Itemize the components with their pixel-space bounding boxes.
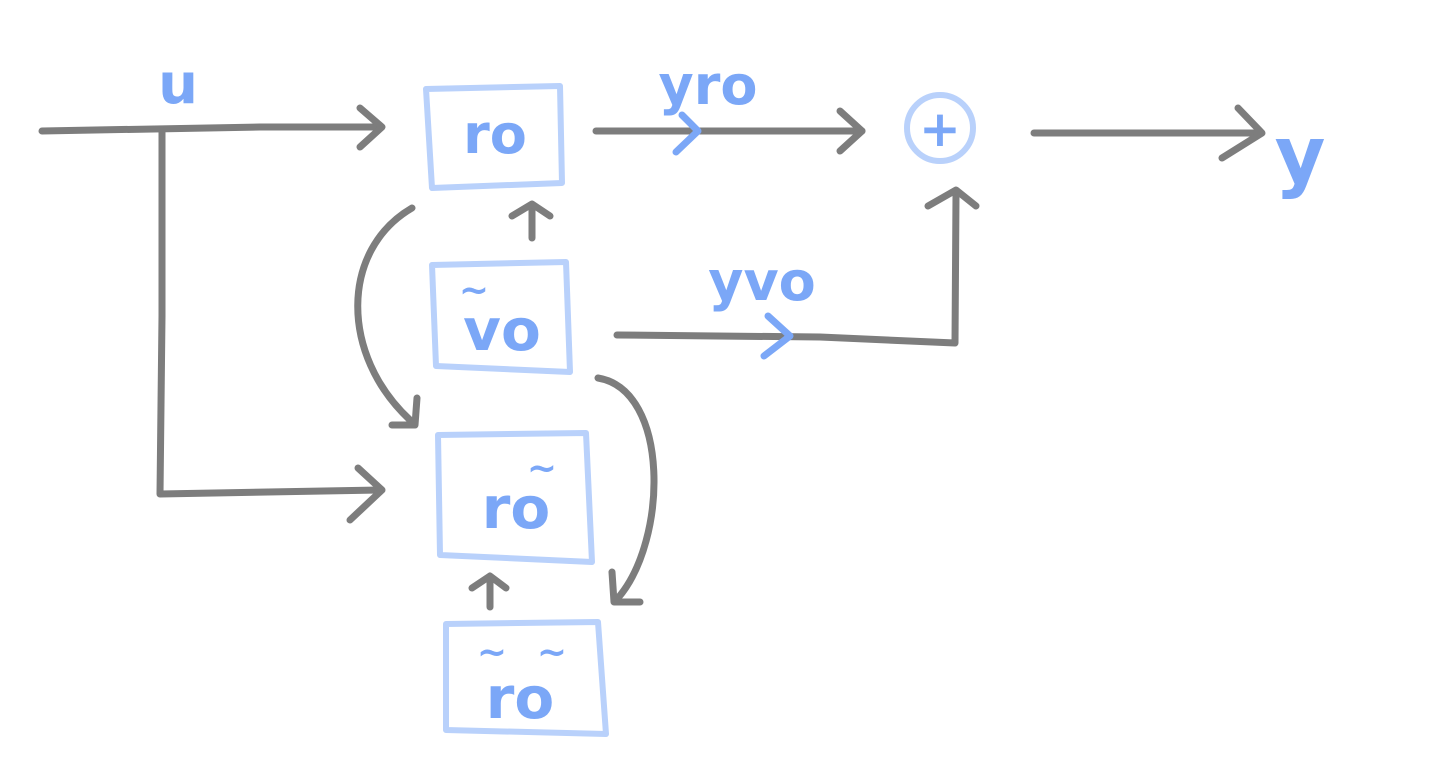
arrowhead-to-sum-top (836, 107, 866, 155)
arrowhead-ro-double-to-ro-tilde (468, 572, 510, 592)
signal-y-ro-subscript-arrow (672, 111, 702, 156)
input-label: u (158, 52, 198, 117)
arrowhead-to-ro (356, 104, 386, 151)
block-ro-label: ro (463, 103, 527, 166)
block-ro-tilde: ro ~ (435, 430, 595, 565)
block-ro: ro (423, 83, 565, 191)
block-ro-border (423, 83, 565, 191)
arrowhead-to-ro-tilde (346, 464, 386, 524)
block-ro-tilde-label: ro (482, 474, 550, 542)
block-ro-double-accent-1: ~ (477, 632, 507, 673)
sum-circle (904, 92, 976, 164)
output-label: y (1275, 111, 1326, 201)
block-ro-double-border (443, 619, 609, 737)
input-line (38, 123, 384, 135)
arrowhead-vo-to-ro (508, 200, 554, 220)
block-vo-accent-1: ~ (459, 270, 489, 311)
sum-symbol: + (919, 100, 961, 158)
block-vo-border (429, 259, 573, 375)
arrowhead-output (1218, 104, 1266, 162)
block-ro-tilde-accent-2: ~ (527, 448, 557, 489)
block-vo: vo ~ (429, 259, 573, 375)
vo-to-sum-line (613, 191, 960, 347)
block-ro-tilde-border (435, 430, 595, 565)
sum-junction: + (904, 92, 976, 164)
vo-to-ro-double-curve (594, 374, 658, 602)
block-ro-double-label: ro (486, 664, 554, 732)
block-vo-label: vo (463, 296, 541, 364)
arrowhead-curve-left (388, 394, 421, 429)
wires (38, 104, 1266, 611)
block-ro-double-accent-2: ~ (537, 632, 567, 673)
arrowhead-to-sum-bottom (924, 186, 980, 210)
arrowhead-curve-right (608, 568, 644, 606)
signal-y-vo-subscript-arrow (760, 312, 794, 360)
ro-to-ro-tilde-curve (354, 204, 416, 424)
branch-down-line (156, 127, 384, 498)
signal-y-vo-label: yvo (708, 250, 816, 313)
signal-y-ro-label: yro (659, 54, 758, 117)
block-ro-double: ro ~ ~ (443, 619, 609, 737)
